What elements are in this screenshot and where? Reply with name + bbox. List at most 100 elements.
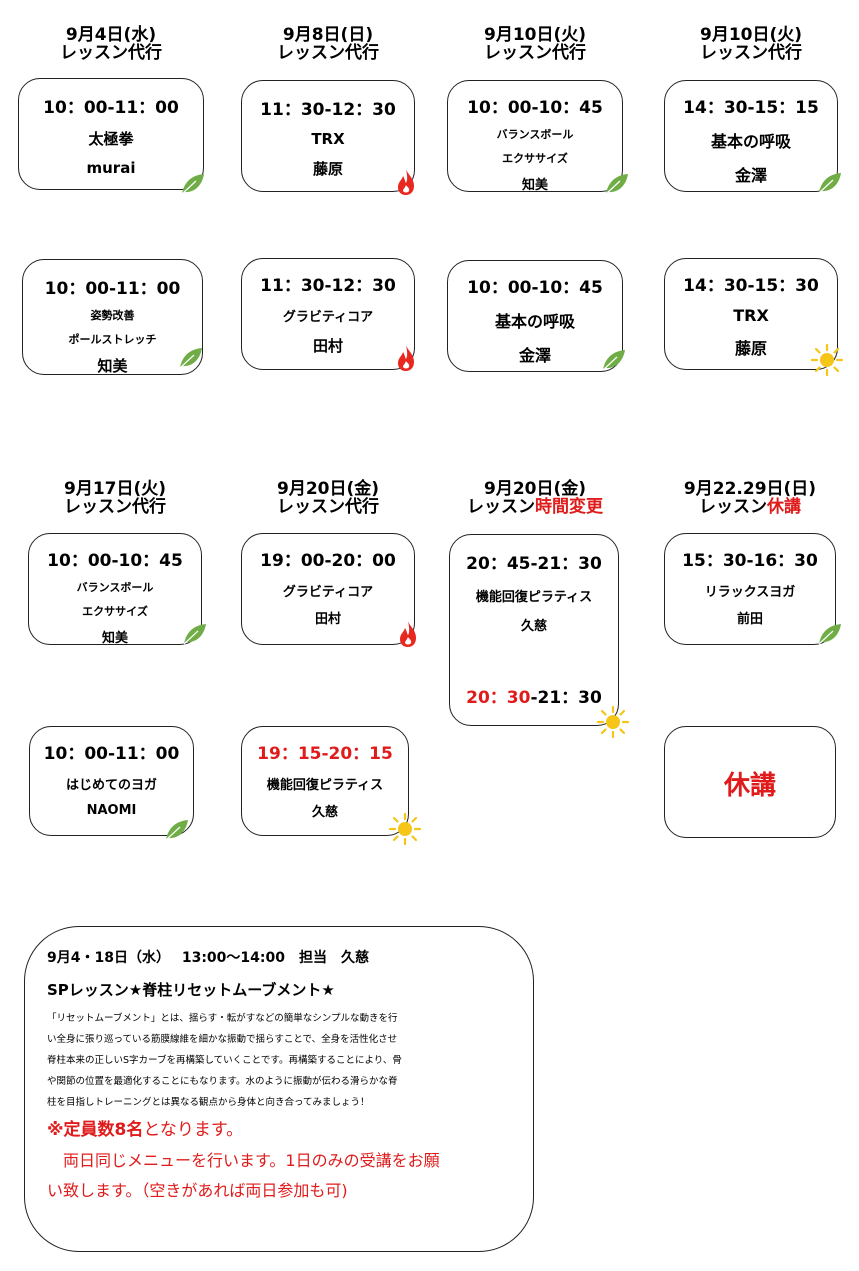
description-line: 柱を目指しトレーニングとは異なる観点から身体と向き合ってみましょう！ [47,1097,370,1108]
lesson-time: 11：30-12：30 [260,100,396,120]
lesson-card-before: 14：30-15：15 基本の呼吸 金澤 [664,80,838,192]
capacity-rest: となります。 [143,1120,244,1140]
sun-icon [389,813,421,845]
header-date: 9月4日(水) [65,25,157,45]
lesson-card-after: 10：00-11：00 姿勢改善 ポールストレッチ 知美 [22,259,203,375]
lesson-time: 10：00-11：00 [44,279,181,299]
instructor-name: 田村 [314,612,341,627]
lesson-card-after: 10：00-10：45 基本の呼吸 金澤 [447,260,623,372]
lesson-time: 19：00-20：00 [260,551,396,571]
header-date: 9月10日(火) [483,25,587,45]
header-sub-text: レッスン [699,497,767,517]
header-0908: 9月8日(日) レッスン代行 [241,26,415,62]
instructor-name: NAOMI [86,803,137,818]
header-sub: レッスン代行 [64,497,166,517]
lesson-name: 基本の呼吸 [710,132,791,151]
instructor-name: 知美 [97,357,128,375]
header-0917: 9月17日(火) レッスン代行 [28,480,202,516]
header-0910b: 9月10日(火) レッスン代行 [664,26,838,62]
header-sub-red: 時間変更 [535,497,603,517]
instructor-name: 知美 [101,631,128,646]
lesson-name: バランスボール [496,128,574,141]
lesson-name: 姿勢改善 [90,309,135,322]
lesson-card-before: 10：00-10：45 バランスボール エクササイズ 知美 [28,533,202,646]
leaf-icon [605,174,628,195]
flame-icon [398,345,414,371]
instructor-name: 久慈 [311,805,338,820]
new-start-time: 20：30 [466,688,531,708]
header-date: 9月8日(日) [282,25,374,45]
header-date: 9月17日(火) [63,479,167,499]
header-date: 9月20日(金) [276,479,380,499]
instructor-name: 金澤 [518,346,551,365]
instructor-name: 藤原 [312,160,343,178]
flame-icon [400,621,416,647]
lesson-card-after: 14：30-15：30 TRX 藤原 [664,258,838,370]
lesson-card-before: 15：30-16：30 リラックスヨガ 前田 [664,533,836,645]
lesson-name-2: ポールストレッチ [68,333,157,346]
capacity-notice: ※定員数8名となります。 [47,1115,511,1140]
lesson-card-before: 10：00-11：00 太極拳 murai [18,78,204,190]
lesson-time: 14：30-15：30 [683,276,819,296]
lesson-card-after: 19：15-20：15 機能回復ピラティス 久慈 [241,726,409,836]
leaf-icon [181,174,204,195]
sp-lesson-description: 「リセットムーブメント」とは、揺らす・転がすなどの簡単なシンプルな動きを行 い全… [47,1008,511,1113]
instructor-name: murai [86,159,136,177]
leaf-icon [179,348,202,369]
lesson-card-after: 11：30-12：30 グラビティコア 田村 [241,258,415,370]
header-sub: レッスン代行 [277,43,379,63]
closed-label: 休講 [723,771,776,801]
header-0910a: 9月10日(火) レッスン代行 [447,26,623,62]
header-sub-red: 休講 [767,497,801,517]
sp-lesson-title: SPレッスン★脊柱リセットムーブメント★ [47,981,335,999]
header-sub: レッスン代行 [277,497,379,517]
lesson-time: 10：00-11：00 [43,744,180,764]
booking-note-line: い致します。（空きがあれば両日参加も可) [47,1181,348,1200]
instructor-name: 田村 [312,337,343,355]
lesson-name: 機能回復ピラティス [475,590,593,605]
lesson-name: TRX [733,306,769,325]
lesson-card-before: 19：00-20：00 グラビティコア 田村 [241,533,415,645]
lesson-name-2: エクササイズ [502,152,568,165]
leaf-icon [818,173,841,194]
lesson-name: 機能回復ピラティス [266,778,384,793]
lesson-time: 10：00-10：45 [467,98,603,118]
lesson-card-time-change: 20：45-21：30 機能回復ピラティス 久慈 20：30-21：30 [449,534,619,726]
header-sub-text: レッスン [467,497,535,517]
lesson-time: 10：00-10：45 [467,278,603,298]
leaf-icon [818,624,841,645]
header-date: 9月22.29日(日) [683,479,817,499]
instructor-name: 知美 [521,178,548,193]
instructor-name: 金澤 [734,166,767,185]
leaf-icon [165,820,188,841]
lesson-time: 15：30-16：30 [682,551,818,571]
instructor-name: 藤原 [734,339,767,358]
header-sub: レッスン代行 [700,43,802,63]
lesson-time-changed: 19：15-20：15 [257,744,393,764]
lesson-name: はじめてのヨガ [65,778,157,793]
lesson-name: グラビティコア [282,585,374,600]
flame-icon [398,169,414,195]
lesson-card-before: 10：00-10：45 バランスボール エクササイズ 知美 [447,80,623,193]
lesson-time: 10：00-10：45 [47,551,183,571]
lesson-name-2: エクササイズ [82,605,148,618]
lesson-time-new: 20：30-21：30 [450,683,618,708]
lesson-card-before: 11：30-12：30 TRX 藤原 [241,80,415,192]
lesson-time-old: 20：45-21：30 [466,554,602,574]
header-0904: 9月4日(水) レッスン代行 [18,26,204,62]
booking-note: 両日同じメニューを行います。1日のみの受講をお願 い致します。（空きがあれば両日… [47,1146,511,1206]
capacity-count: ※定員数8名 [47,1120,144,1140]
lesson-name: 太極拳 [88,130,134,148]
lesson-card-closed: 休講 [664,726,836,838]
lesson-time: 10：00-11：00 [43,98,179,118]
instructor-name: 久慈 [520,619,547,634]
leaf-icon [602,350,625,371]
description-line: 「リセットムーブメント」とは、揺らす・転がすなどの簡単なシンプルな動きを行 [47,1013,398,1024]
lesson-time: 11：30-12：30 [260,276,396,296]
lesson-card-after: 10：00-11：00 はじめてのヨガ NAOMI [29,726,194,836]
leaf-icon [183,624,206,645]
sp-lesson-box: 9月4・18日（水） 13:00～14:00 担当 久慈 SPレッスン★脊柱リセ… [24,926,534,1252]
new-end-time: -21：30 [530,688,602,708]
header-sub: レッスン時間変更 [449,498,621,516]
description-line: 脊柱本来の正しいS字カーブを再構築していくことです。再構築することにより、骨 [47,1055,402,1066]
